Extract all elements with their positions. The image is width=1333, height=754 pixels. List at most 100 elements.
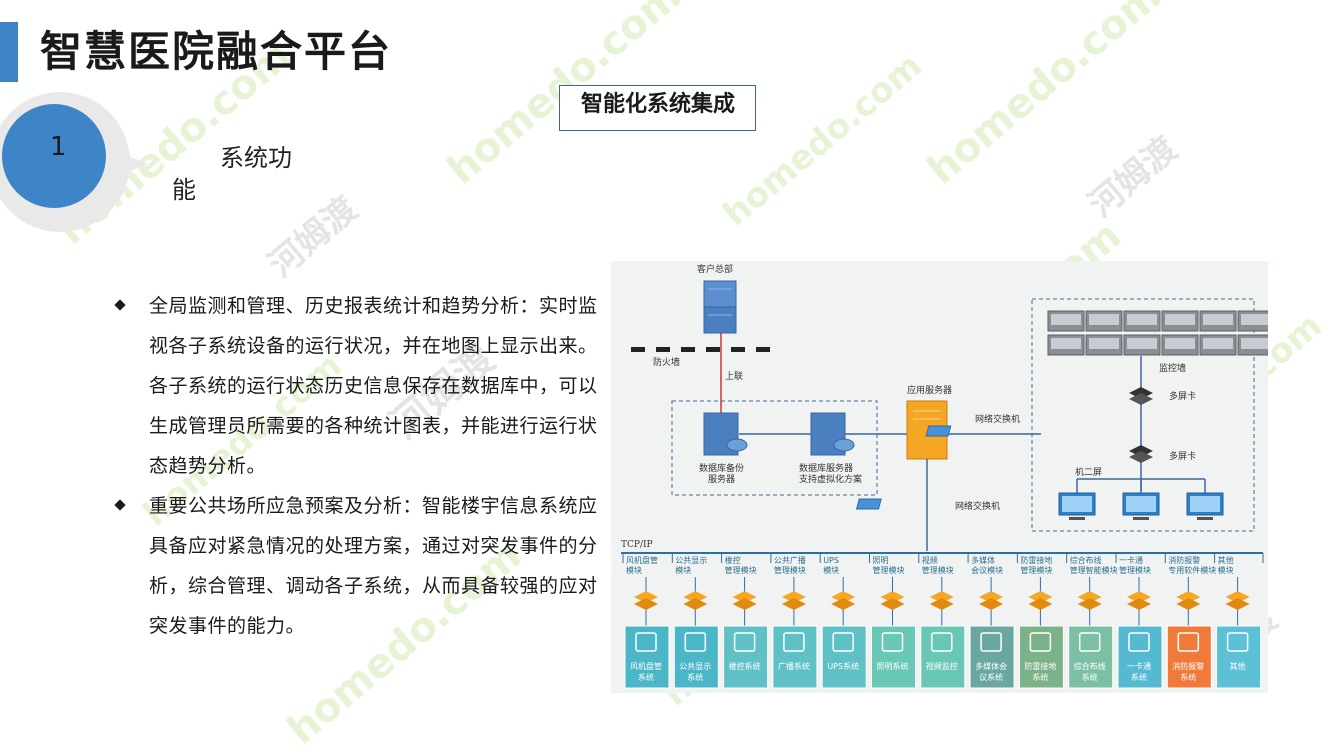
system-label: UPS系统 bbox=[827, 661, 859, 671]
module-label: 管理模块 bbox=[922, 565, 954, 575]
system-glyph bbox=[1177, 632, 1200, 652]
bullet-text: 全局监测和管理、历史报表统计和趋势分析：实时监视各子系统设备的运行状况，并在地图… bbox=[149, 295, 598, 477]
id-card-icon bbox=[1117, 625, 1163, 689]
system-label: 系统 bbox=[638, 672, 654, 682]
uplink-label: 上联 bbox=[725, 371, 743, 382]
system-label: 系统 bbox=[1180, 672, 1196, 682]
system-glyph bbox=[1226, 632, 1249, 652]
building-icon bbox=[723, 625, 769, 689]
title-accent-bar bbox=[0, 22, 18, 82]
monitor-wall-icon bbox=[1047, 310, 1268, 356]
watermark-text: homedo.com bbox=[919, 0, 1170, 194]
module-label: 管理模块 bbox=[1020, 565, 1052, 575]
bullet-item: 全局监测和管理、历史报表统计和趋势分析：实时监视各子系统设备的运行状况，并在地图… bbox=[112, 286, 602, 486]
system-label: 楼控系统 bbox=[729, 661, 761, 671]
module-diamond-icon bbox=[880, 591, 905, 603]
module-diamond-icon bbox=[683, 598, 708, 610]
bullet-diamond-icon bbox=[114, 299, 126, 311]
bullet-list: 全局监测和管理、历史报表统计和趋势分析：实时监视各子系统设备的运行状况，并在地图… bbox=[112, 286, 602, 646]
system-glyph bbox=[931, 632, 953, 652]
module-diamond-icon bbox=[634, 598, 658, 610]
module-label: 管理模块 bbox=[1119, 565, 1151, 575]
module-diamond-icon bbox=[880, 598, 905, 610]
module-label: 楼控 bbox=[725, 555, 741, 565]
system-glyph bbox=[832, 632, 854, 652]
section-label: 系统功能 bbox=[172, 144, 292, 204]
system-label: 多媒体会 bbox=[975, 661, 1007, 671]
module-diamond-icon bbox=[831, 591, 856, 603]
workstation-monitors bbox=[1058, 479, 1224, 520]
bullet-text: 重要公共场所应急预案及分析：智能楼宇信息系统应具备应对紧急情况的处理方案，通过对… bbox=[149, 495, 598, 637]
system-glyph bbox=[1128, 632, 1150, 652]
module-label: 风机盘管 bbox=[626, 555, 658, 565]
monitor-screen bbox=[1126, 496, 1156, 512]
system-glyph bbox=[1078, 632, 1101, 652]
wall-screen-face bbox=[1241, 314, 1268, 325]
watermark-text: homedo.com bbox=[715, 45, 930, 235]
module-label: 公共广播 bbox=[774, 555, 806, 565]
wall-screen-face bbox=[1165, 314, 1195, 325]
subtitle-box bbox=[559, 85, 756, 131]
module-label: 视频 bbox=[922, 555, 938, 565]
module-label: 消防报警 bbox=[1168, 555, 1200, 565]
monitor-cluster-box bbox=[1031, 298, 1255, 532]
megaphone-icon bbox=[772, 625, 818, 689]
system-glyph bbox=[881, 632, 904, 652]
module-diamond-icon bbox=[781, 598, 806, 610]
system-label: 风机盘管 bbox=[630, 661, 662, 671]
wall-screen-face bbox=[1051, 314, 1081, 325]
module-label: 公共显示 bbox=[675, 556, 707, 565]
section-badge: 1 bbox=[0, 92, 160, 232]
module-diamond-icon bbox=[1225, 591, 1250, 603]
db-server-label: 数据库服务器 bbox=[799, 462, 853, 474]
switch-label-2: 网络交换机 bbox=[955, 500, 1000, 512]
wall-screen-face bbox=[1089, 338, 1119, 349]
system-label: 防雷接地 bbox=[1024, 661, 1056, 671]
module-row: 风机盘管模块风机盘管系统公共显示模块公共显示系统楼控管理模块楼控系统公共广播管理… bbox=[622, 553, 1264, 689]
system-glyph bbox=[684, 632, 707, 652]
module-label: 综合布线 bbox=[1070, 555, 1102, 565]
system-label: 视频监控 bbox=[926, 661, 958, 671]
wall-screen-face bbox=[1203, 338, 1233, 349]
badge-circle bbox=[2, 104, 106, 208]
monitor-stand bbox=[1069, 517, 1085, 520]
system-label: 系统 bbox=[1032, 672, 1048, 682]
module-label: 管理模块 bbox=[725, 565, 757, 575]
monitor-stand bbox=[1197, 517, 1213, 520]
microphone-icon bbox=[969, 625, 1015, 689]
diagram-canvas: 客户总部 防火墙 上联 数据库备份 服务器 bbox=[621, 263, 1268, 689]
system-label: 公共显示 bbox=[679, 662, 711, 671]
multi-screen-card-label-2: 多屏卡 bbox=[1169, 450, 1196, 462]
module-diamond-icon bbox=[929, 598, 954, 610]
module-diamond-icon bbox=[1127, 591, 1151, 603]
module-diamond-icon bbox=[979, 598, 1004, 610]
module-diamond-icon bbox=[732, 598, 757, 610]
wall-screen-face bbox=[1089, 314, 1119, 325]
system-label: 其他 bbox=[1230, 661, 1246, 671]
system-label: 系统 bbox=[1082, 672, 1098, 682]
module-label: 一卡通 bbox=[1119, 555, 1143, 565]
monitor-screen bbox=[1190, 496, 1220, 512]
module-label: 模块 bbox=[1218, 565, 1234, 575]
db-server-label-2: 支持虚拟化方案 bbox=[799, 473, 862, 485]
badge-pointer bbox=[108, 148, 148, 180]
network-switch-icon bbox=[925, 425, 952, 437]
wall-screen-face bbox=[1127, 338, 1157, 349]
system-label: 综合布线 bbox=[1074, 661, 1106, 671]
module-diamond-icon bbox=[1176, 591, 1201, 603]
module-diamond-icon bbox=[1028, 598, 1053, 610]
fire-extinguisher-icon bbox=[1166, 625, 1212, 689]
module-label: 防雷接地 bbox=[1020, 555, 1052, 565]
hq-server-icon bbox=[703, 280, 737, 334]
system-glyph bbox=[733, 632, 756, 652]
keyboard-icon bbox=[673, 625, 719, 689]
monitor-wall-label: 监控墙 bbox=[1159, 362, 1186, 374]
wall-screen-face bbox=[1127, 314, 1157, 325]
module-diamond-icon bbox=[634, 591, 658, 603]
subtitle: 智能化系统集成 bbox=[580, 92, 735, 117]
system-label: 议系统 bbox=[979, 672, 1003, 682]
dots-icon bbox=[1216, 625, 1262, 689]
network-switch-icon bbox=[855, 498, 882, 510]
lightning-icon bbox=[1018, 625, 1064, 689]
wall-screen-face bbox=[1051, 338, 1081, 349]
